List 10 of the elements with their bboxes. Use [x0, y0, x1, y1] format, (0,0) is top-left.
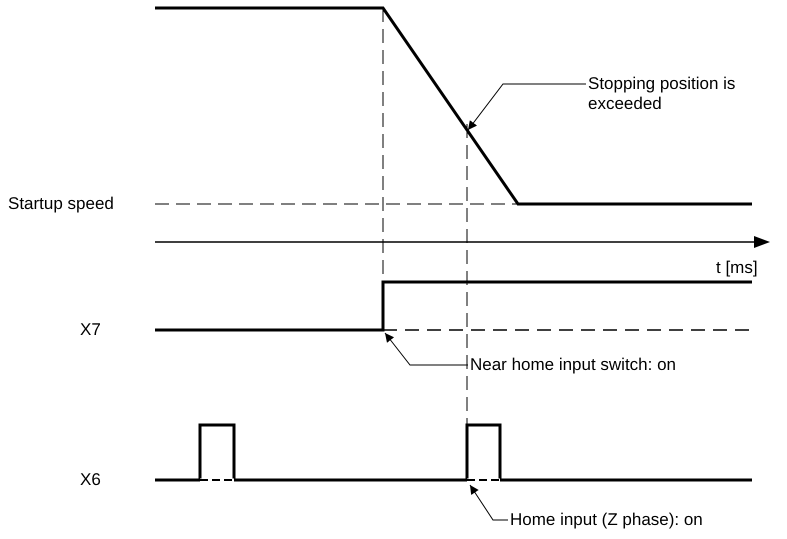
leader-line	[470, 484, 508, 520]
signal-name: X7	[80, 320, 101, 340]
leader-line	[468, 84, 586, 130]
leader-line	[384, 332, 468, 366]
axis-label: t [ms]	[716, 258, 758, 278]
annotation-text: Home input (Z phase): on	[510, 510, 703, 530]
axis-label: Startup speed	[8, 194, 114, 214]
annotation-text: Stopping position is exceeded	[588, 74, 738, 114]
annotation-text: Near home input switch: on	[470, 355, 676, 375]
signal-name: X6	[80, 470, 101, 490]
